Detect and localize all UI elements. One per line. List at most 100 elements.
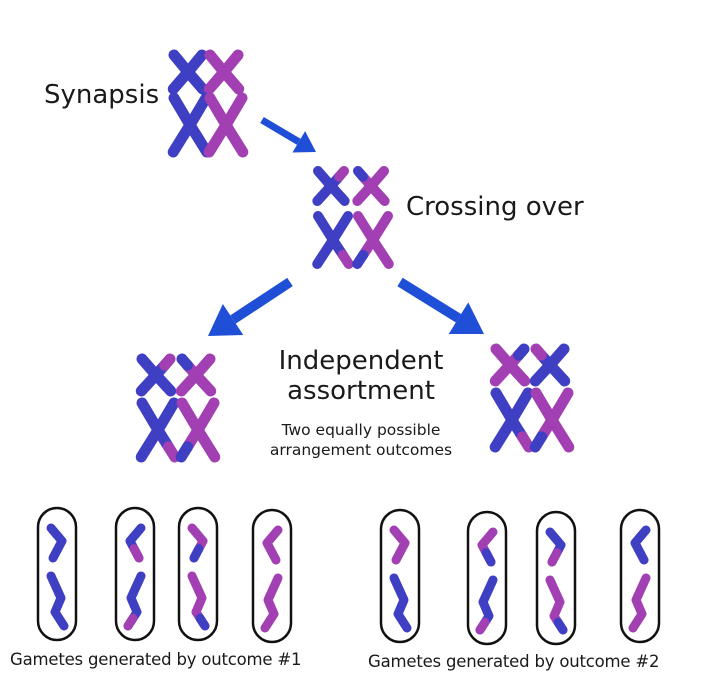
subtitle-line2: arrangement outcomes [269, 441, 453, 459]
arrow-head [208, 303, 244, 336]
crossover-segment [516, 431, 535, 453]
centromere [327, 234, 339, 246]
centromere [543, 358, 557, 372]
crossover-segment [353, 166, 368, 182]
gamete-membrane [36, 506, 78, 642]
crossover-segment [334, 166, 349, 182]
gamete-cell [466, 510, 508, 646]
gamete-membrane [466, 510, 508, 646]
gamete-cell [251, 508, 293, 644]
large-chromatid [123, 571, 146, 631]
arrow-to-outcome-2 [397, 277, 484, 335]
large-chromatid [46, 571, 69, 631]
chromosome-small-left [167, 49, 209, 95]
independent-assortment-line1: Independent [278, 346, 444, 376]
crossover-segment [123, 613, 138, 631]
centromere [183, 118, 197, 132]
centromere [219, 118, 233, 132]
gamete-membrane [379, 508, 421, 644]
centromere [151, 423, 165, 437]
centromere [217, 65, 231, 79]
gamete-cell [535, 510, 577, 646]
centromere [365, 180, 377, 192]
chromosome-large-left [167, 92, 213, 158]
gamete-membrane [619, 508, 661, 644]
stage-crossing-over [312, 166, 394, 269]
crossover-segment [481, 548, 496, 567]
independent-assortment-line2: assortment [287, 376, 435, 406]
chromosome-small-left [312, 166, 350, 206]
gamete-membrane [251, 508, 293, 644]
chromosome-small-right [352, 166, 390, 206]
small-chromatid [187, 523, 208, 563]
crossover-segment [352, 249, 369, 269]
arrow-to-outcome-1 [208, 277, 293, 336]
chromatid-body [389, 573, 412, 633]
large-chromatid [475, 575, 498, 635]
crossover-segment [195, 613, 210, 631]
crossover-segment [337, 249, 354, 269]
gametes-outcome-2-caption: Gametes generated by outcome #2 [368, 652, 660, 671]
large-chromatid [260, 573, 283, 633]
chromatid-body [262, 525, 283, 565]
gametes-outcome-1-caption: Gametes generated by outcome #1 [10, 650, 302, 669]
chromatid-body [46, 571, 69, 631]
large-chromatid [545, 575, 568, 635]
chromosome-large-right [352, 211, 394, 269]
gamete-membrane [114, 506, 156, 642]
crossover-segment [162, 441, 181, 463]
arrow-shaft [397, 277, 462, 323]
gamete-cell [379, 508, 421, 644]
gametes-outcome-1 [36, 506, 293, 644]
gamete-membrane [177, 506, 219, 642]
crossover-segment [159, 353, 176, 371]
arrow-shaft [230, 277, 293, 324]
chromosome-large-left [135, 397, 181, 463]
gamete-cell [177, 506, 219, 642]
synapsis-label: Synapsis [44, 80, 160, 110]
small-chromatid [630, 525, 651, 565]
small-chromatid [389, 525, 410, 565]
centromere [181, 65, 195, 79]
centromere [503, 358, 517, 372]
stage-outcome-2 [489, 343, 575, 453]
chromatid-body [260, 573, 283, 633]
large-chromatid [187, 571, 210, 631]
crossover-segment [175, 441, 194, 463]
small-chromatid [477, 527, 498, 567]
crossover-segment [530, 343, 547, 361]
centromere [367, 234, 379, 246]
crossing-over-label: Crossing over [406, 192, 584, 222]
centromere [191, 423, 205, 437]
chromosome-large-right [529, 387, 575, 453]
chromosome-stages-layer [135, 49, 575, 463]
crossover-segment [547, 548, 562, 567]
gamete-cell [114, 506, 156, 642]
gamete-cell [619, 508, 661, 644]
crossover-segment [176, 353, 193, 371]
gamete-cell [36, 506, 78, 642]
crossover-segment [529, 431, 548, 453]
chromosome-small-left [489, 343, 531, 387]
chromosome-small-right [529, 343, 571, 387]
crossover-segment [129, 544, 144, 563]
subtitle-line1: Two equally possible [281, 421, 441, 439]
gamete-membrane [535, 510, 577, 646]
centromere [149, 368, 163, 382]
centromere [545, 413, 559, 427]
crossover-segment [553, 617, 568, 635]
gametes-outcome-2 [379, 508, 661, 646]
gametes-layer [36, 506, 661, 646]
arrows-layer [208, 116, 484, 336]
chromatid-body [630, 525, 651, 565]
arrow-head [448, 302, 484, 335]
arrangement-outcomes-subtitle: Two equally possible arrangement outcome… [250, 420, 472, 460]
chromosome-large-right [203, 92, 249, 158]
small-chromatid [545, 527, 566, 567]
chromosome-large-right [175, 397, 221, 463]
chromatid-body [628, 573, 651, 633]
small-chromatid [125, 523, 146, 563]
large-chromatid [628, 573, 651, 633]
arrow-synapsis-to-crossing [260, 116, 316, 153]
